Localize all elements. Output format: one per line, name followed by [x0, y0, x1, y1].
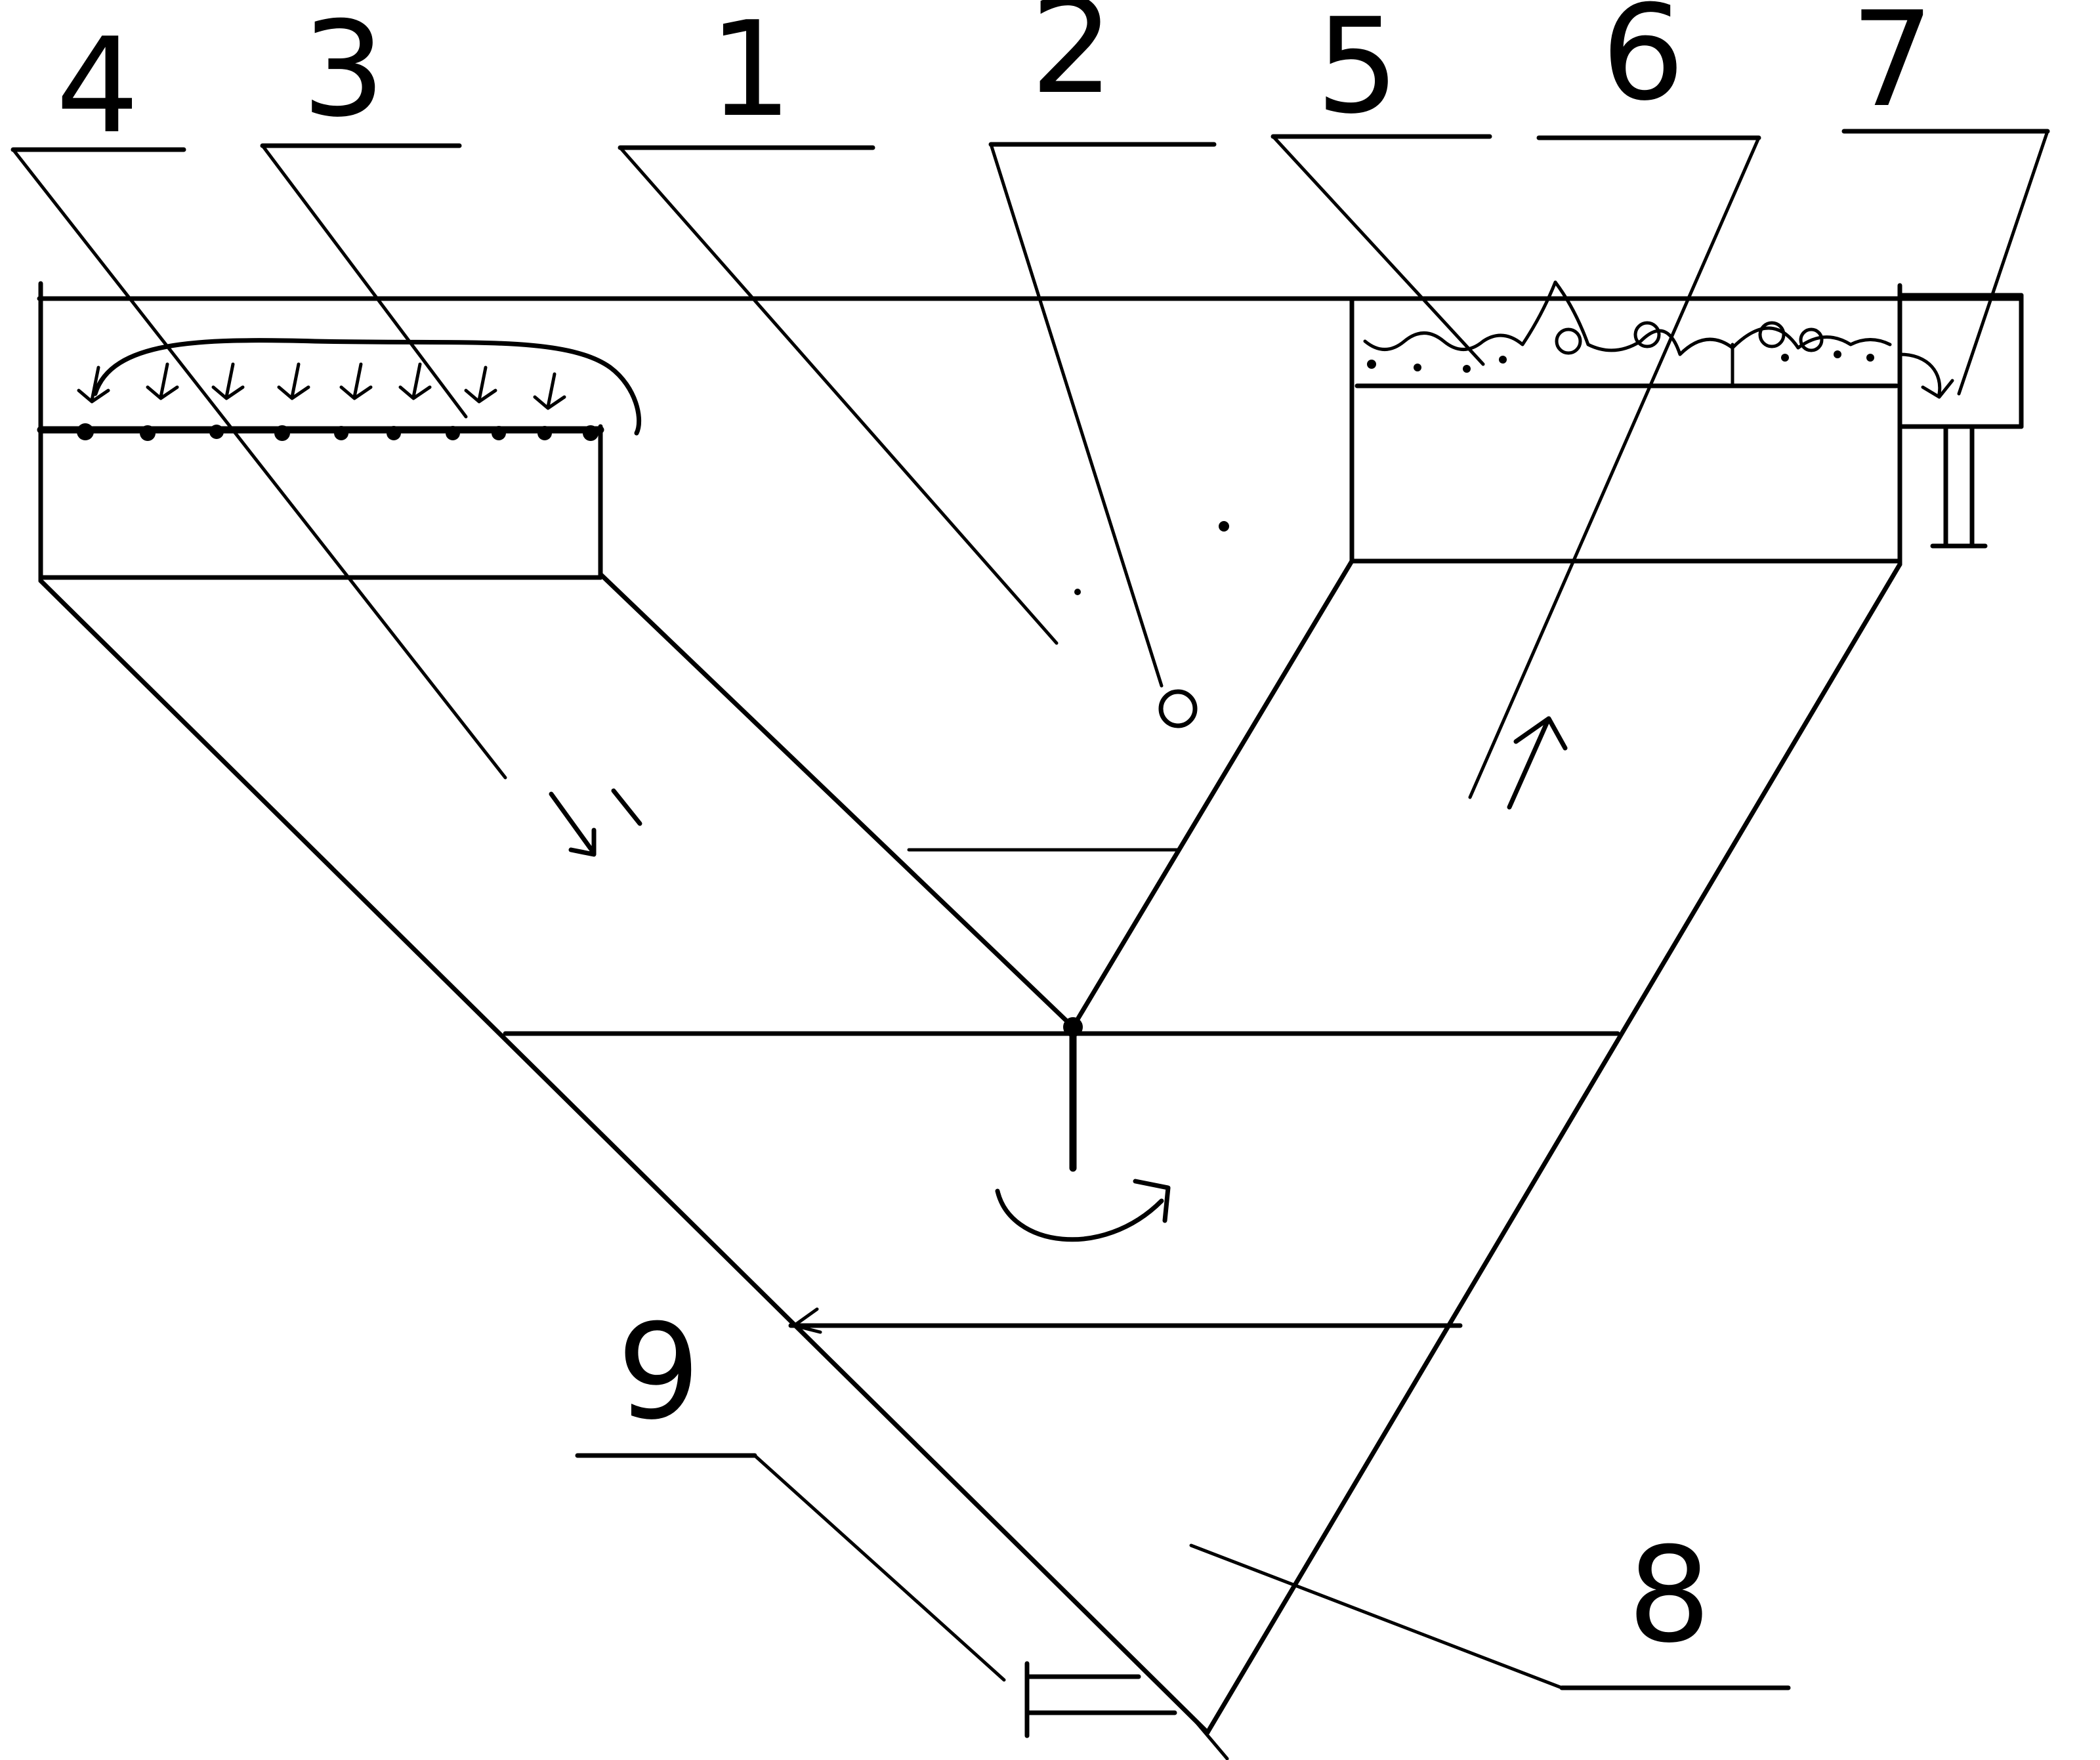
- nozzle-dot: [583, 425, 598, 441]
- leader-3: [261, 144, 468, 419]
- flow-arrows: [549, 716, 1568, 1242]
- media-ring: [1758, 321, 1786, 348]
- down-arrow: [464, 366, 497, 404]
- nozzle-dot: [140, 425, 156, 441]
- label-5: 5: [1316, 0, 1399, 143]
- label-6: 6: [1601, 0, 1685, 130]
- leader-9: [753, 1454, 1006, 1682]
- nozzle-dot: [446, 426, 460, 440]
- gas-nozzle-ring: [1158, 689, 1198, 728]
- nozzle-dot: [274, 425, 290, 441]
- down-arrow: [398, 362, 432, 400]
- outer-right-slope: [1205, 562, 1902, 1735]
- left-settling-box: [37, 338, 642, 580]
- down-arrow: [211, 362, 245, 400]
- media-dot: [1781, 354, 1789, 362]
- left-channel-down-arrow: [549, 791, 597, 857]
- leader-2: [989, 142, 1164, 688]
- media-dot: [1414, 364, 1421, 371]
- label-numbers: 4 3 1 2 5 6 7 9 8: [56, 0, 1934, 1672]
- down-arrow: [277, 362, 310, 400]
- nozzle-dot: [334, 426, 348, 440]
- media-dot: [1463, 365, 1471, 373]
- label-4: 4: [56, 10, 139, 163]
- leader-5: [1271, 135, 1485, 366]
- label-3: 3: [302, 0, 385, 146]
- stray-dot: [1074, 589, 1081, 595]
- media-ring: [1799, 327, 1824, 352]
- leader-8: [1189, 1543, 1564, 1690]
- left-channel-down-arrow: [611, 788, 642, 826]
- label-underlines: [10, 129, 2050, 1690]
- media-ring: [1555, 327, 1582, 355]
- label-7: 7: [1851, 0, 1934, 136]
- outlet-channel: [1897, 293, 2024, 549]
- inner-v-right: [1070, 558, 1354, 1030]
- nozzle-dot: [537, 426, 552, 440]
- leader-1: [618, 146, 1059, 645]
- right-settling-box: [1349, 280, 1954, 567]
- down-arrow: [533, 372, 566, 410]
- nozzle-dot: [492, 426, 506, 440]
- media-dot: [1866, 354, 1874, 362]
- media-rings: [1555, 321, 1824, 355]
- lower-partition-tip: [792, 1307, 822, 1334]
- media-dots: [1367, 350, 1874, 373]
- leader-lines: [11, 129, 2049, 1690]
- leader-4: [11, 148, 507, 780]
- nozzle-dot: [387, 426, 401, 440]
- down-arrow: [77, 366, 110, 404]
- media-ring: [1633, 321, 1661, 348]
- leader-7: [1957, 129, 2049, 396]
- label-1: 1: [709, 0, 792, 146]
- reactor-body: [38, 558, 1902, 1760]
- downflow-arrows: [77, 362, 566, 410]
- label-8: 8: [1628, 1519, 1711, 1672]
- circulation-arrow: [995, 1179, 1171, 1242]
- media-dot: [1834, 350, 1841, 358]
- media-wave: [1363, 280, 1892, 356]
- nozzle-dot: [209, 425, 224, 439]
- misc-marks: [1024, 521, 1229, 1738]
- down-arrow: [146, 362, 179, 400]
- media-dot: [1499, 356, 1507, 364]
- stray-dot: [1219, 521, 1229, 532]
- inner-v-left: [598, 572, 1076, 1030]
- media-dot: [1367, 360, 1376, 369]
- distribution-nozzles: [77, 423, 598, 441]
- tip-cross: [1189, 1714, 1229, 1760]
- label-9: 9: [617, 1296, 700, 1449]
- outer-left-slope: [38, 578, 1210, 1735]
- label-2: 2: [1030, 0, 1114, 123]
- right-channel-up-arrow: [1507, 716, 1568, 810]
- nozzle-dot: [77, 423, 94, 440]
- overflow-arrow: [1898, 352, 1954, 399]
- leader-6: [1468, 136, 1761, 799]
- inflow-loop-arrow: [93, 338, 642, 436]
- down-arrow: [339, 362, 373, 400]
